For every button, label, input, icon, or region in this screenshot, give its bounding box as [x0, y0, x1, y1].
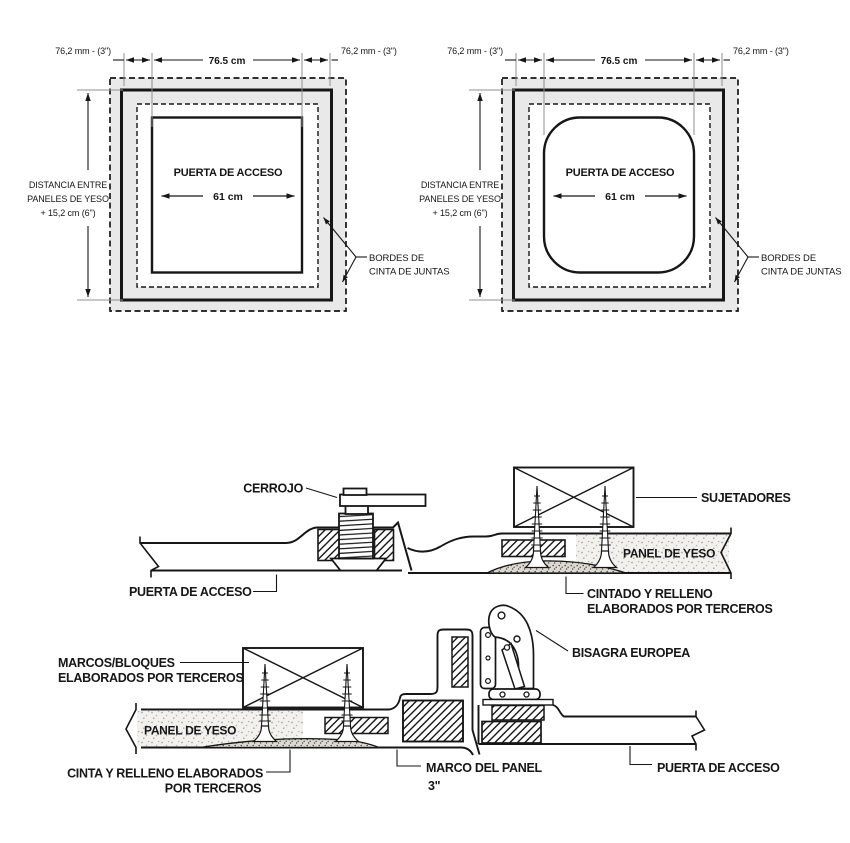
distance-label-line3: + 15,2 cm (6")	[40, 208, 95, 218]
puerta-leader	[629, 746, 652, 766]
panel-de-yeso-label: PANEL DE YESO	[144, 724, 236, 738]
fastener-screw	[333, 663, 361, 743]
panel-de-yeso-label: PANEL DE YESO	[623, 547, 715, 561]
break-mark-right	[720, 527, 732, 579]
latch-cam	[329, 557, 388, 572]
tape-edges-label-line2: CINTA DE JUNTAS	[761, 267, 842, 278]
distance-label-line1: DISTANCIA ENTRE	[29, 180, 107, 190]
cinta-leader	[266, 749, 291, 773]
door-width-label: 61 cm	[605, 191, 635, 203]
panel-frame-member	[324, 716, 389, 735]
cinta-label-line2: POR TERCEROS	[165, 782, 261, 796]
cintado-label-line1: CINTADO Y RELLENO	[587, 587, 713, 601]
tape-filler-mound	[199, 737, 380, 749]
cerrojo-leader	[305, 487, 338, 499]
extension-lines	[469, 53, 723, 301]
opening-width-label: 76.5 cm	[601, 56, 638, 67]
tape-width-label-left: 76,2 mm - (3")	[447, 46, 503, 56]
tape-width-label-right: 76,2 mm - (3")	[733, 46, 789, 56]
opening-width-label: 76.5 cm	[209, 56, 246, 67]
tape-edges-label-line1: BORDES DE	[369, 253, 424, 264]
marco-size-label: 3"	[428, 779, 441, 793]
hinge-section-detail: MARCOS/BLOQUES ELABORADOS POR TERCEROS P…	[58, 604, 780, 796]
distance-label-line1: DISTANCIA ENTRE	[421, 180, 499, 190]
door-width-label: 61 cm	[213, 191, 243, 203]
panel-frame-outline	[512, 88, 725, 302]
door-edge-member	[491, 704, 545, 721]
puerta-de-acceso-label: PUERTA DE ACCESO	[657, 761, 780, 775]
european-hinge	[479, 604, 554, 706]
tape-width-label-left: 76,2 mm - (3")	[55, 46, 111, 56]
sujetadores-label: SUJETADORES	[701, 491, 791, 505]
cerrojo-label: CERROJO	[243, 482, 303, 496]
tape-edges-label-line2: CINTA DE JUNTAS	[369, 267, 450, 278]
wood-blocking	[513, 466, 635, 528]
tape-filler-mound	[486, 560, 627, 574]
marcos-label-line1: MARCOS/BLOQUES	[58, 656, 175, 670]
panel-diagram-rounded: 76,2 mm - (3") 76.5 cm 76,2 mm - (3") DI…	[419, 46, 842, 312]
marcos-label-line2: ELABORADOS POR TERCEROS	[58, 671, 243, 685]
tape-edges-label-line1: BORDES DE	[761, 253, 816, 264]
latch-threaded-barrel	[338, 512, 374, 560]
puerta-de-acceso-label: PUERTA DE ACCESO	[129, 585, 252, 599]
puerta-leader	[253, 574, 278, 593]
panel-diagram-square: 76,2 mm - (3") 76.5 cm 76,2 mm - (3") DI…	[27, 46, 450, 312]
fastener-screw	[523, 485, 551, 569]
distance-label-line2: PANELES DE YESO	[27, 194, 109, 204]
marco-del-panel-label: MARCO DEL PANEL	[426, 761, 543, 775]
door-leaf-bottom	[477, 705, 696, 745]
tape-width-label-right: 76,2 mm - (3")	[341, 46, 397, 56]
fastener-screw	[251, 663, 279, 743]
tape-edges-leader	[715, 217, 759, 283]
door-leaf-top	[552, 704, 696, 718]
fastener-screw	[591, 485, 619, 569]
panel-frame-contour	[141, 628, 481, 755]
marco-leader	[396, 749, 421, 767]
frame-top-contour	[407, 532, 731, 553]
access-door-outline-rounded	[542, 116, 696, 274]
break-mark-left	[139, 536, 160, 578]
frame-body-member	[402, 699, 464, 743]
distance-label-line2: PANELES DE YESO	[419, 194, 501, 204]
cintado-leader	[565, 576, 584, 595]
door-label: PUERTA DE ACCESO	[566, 167, 675, 179]
latch-assembly	[317, 487, 427, 572]
break-mark-right	[690, 710, 706, 751]
extension-lines	[77, 53, 331, 301]
panel-frame-outline	[120, 88, 333, 302]
distance-label-line3: + 15,2 cm (6")	[432, 208, 487, 218]
door-edge-member	[481, 720, 542, 744]
door-label: PUERTA DE ACCESO	[174, 167, 283, 179]
access-door-outline	[150, 116, 304, 274]
latch-section-detail: CERROJO SUJETADORES PANEL DE YESO PUERTA…	[129, 466, 791, 616]
bisagra-europea-label: BISAGRA EUROPEA	[572, 646, 690, 660]
bisagra-leader	[535, 630, 569, 652]
latch-handle	[339, 493, 427, 507]
cinta-label-line1: CINTA Y RELLENO ELABORADOS	[67, 767, 263, 781]
tape-edges-leader	[323, 217, 367, 283]
break-mark-left	[125, 703, 137, 754]
frame-upright-member	[451, 636, 469, 688]
cintado-label-line2: ELABORADOS POR TERCEROS	[587, 602, 772, 616]
panel-bottom	[141, 746, 474, 756]
